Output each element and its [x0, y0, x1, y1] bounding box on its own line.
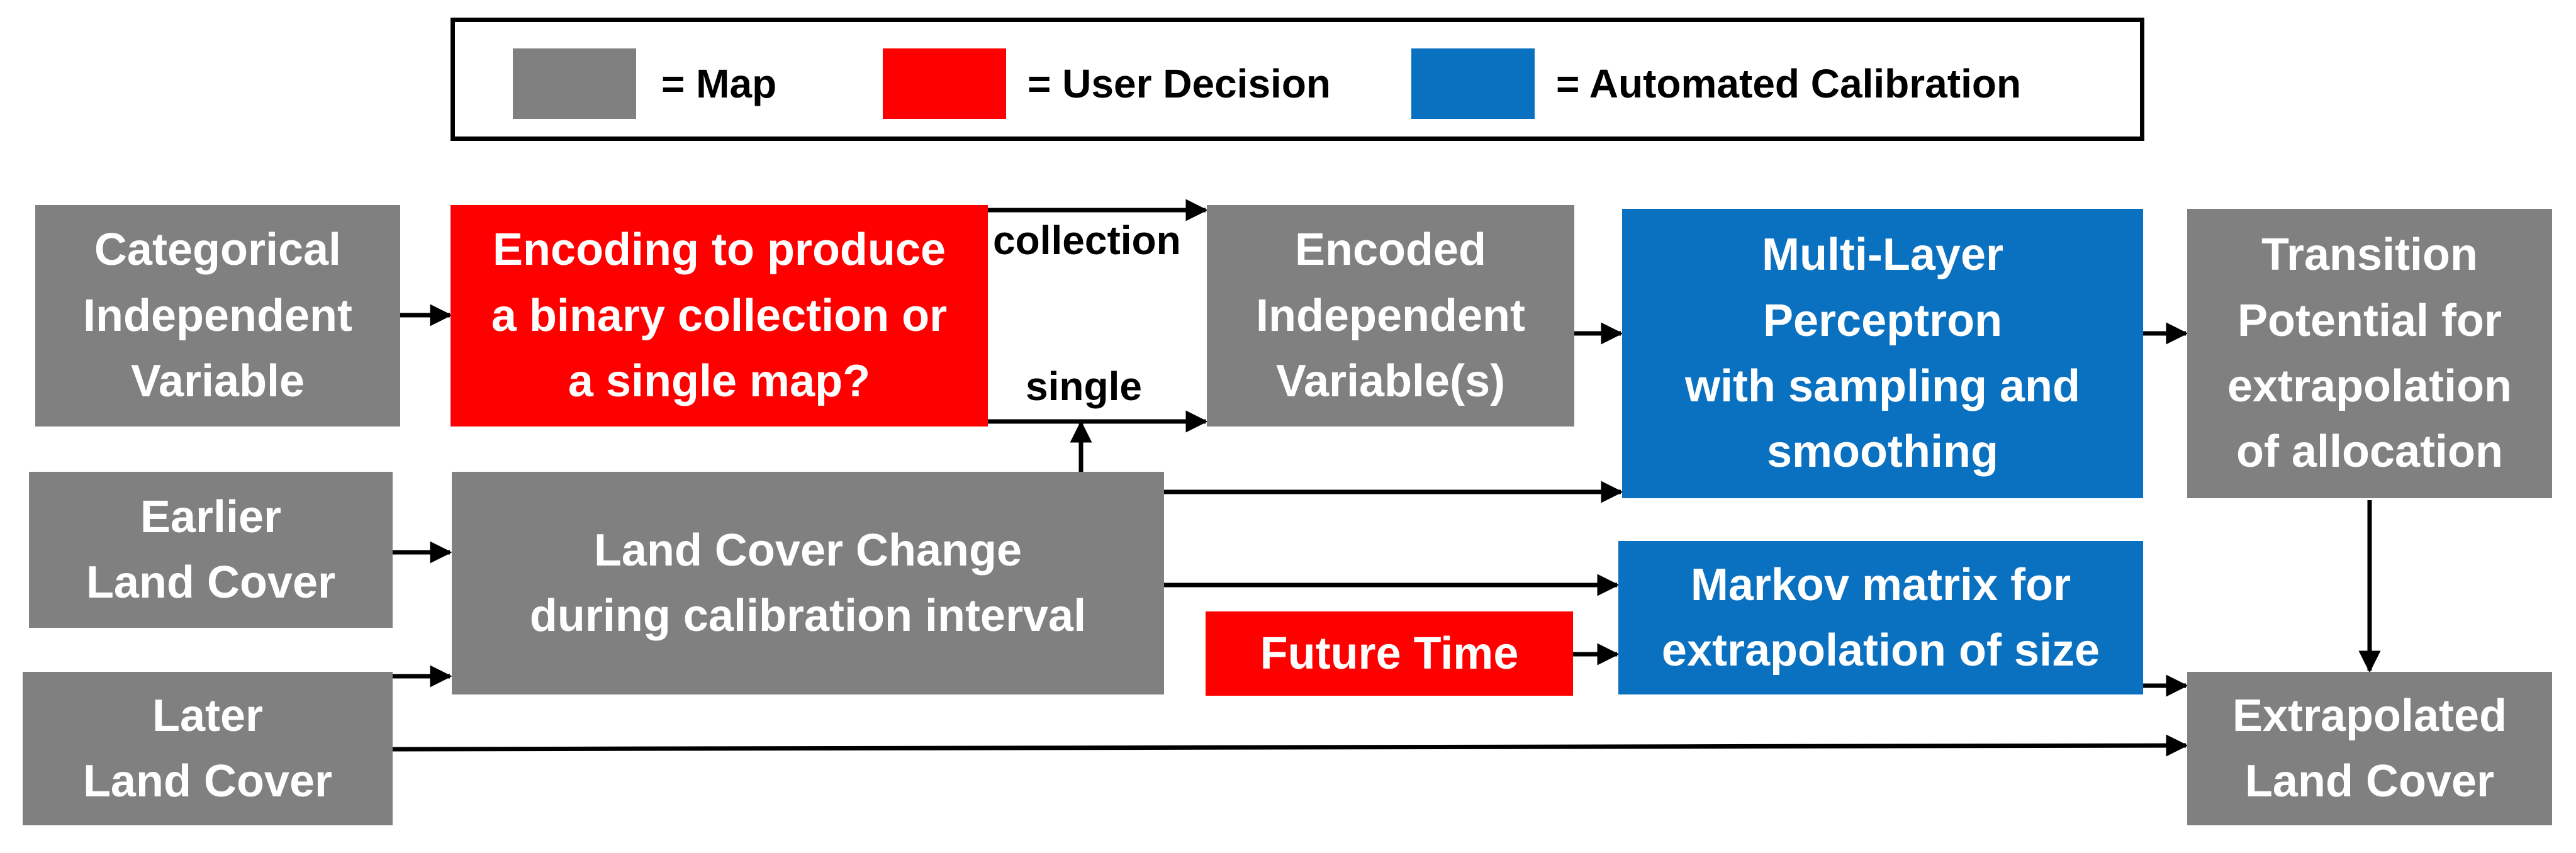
legend-automated-calibration-label: = Automated Calibration	[1556, 61, 2022, 106]
node-categorical-independent-variable: Categorical Independent Variable	[35, 205, 400, 426]
edge-label-single: single	[1026, 364, 1142, 409]
node-multi-layer-perceptron: Multi-Layer Perceptron with sampling and…	[1622, 209, 2143, 498]
node-encoded-independent-variables: Encoded Independent Variable(s)	[1207, 205, 1574, 426]
legend-map-label: = Map	[661, 61, 777, 106]
legend: = Map = User Decision = Automated Calibr…	[451, 18, 2144, 141]
legend-map-swatch	[513, 48, 636, 119]
node-extrapolated-land-cover: Extrapolated Land Cover	[2187, 672, 2552, 825]
node-earlier-land-cover: Earlier Land Cover	[29, 472, 393, 628]
legend-automated-calibration-swatch	[1411, 48, 1535, 119]
node-later-land-cover: Later Land Cover	[23, 672, 393, 825]
node-transition-potential: Transition Potential for extrapolation o…	[2187, 209, 2552, 498]
legend-user-decision-label: = User Decision	[1028, 61, 1331, 106]
legend-user-decision-swatch	[883, 48, 1006, 119]
node-land-cover-change: Land Cover Change during calibration int…	[452, 472, 1164, 694]
edge-label-collection: collection	[993, 218, 1181, 263]
node-markov-matrix: Markov matrix for extrapolation of size	[1618, 541, 2143, 694]
node-encoding-decision: Encoding to produce a binary collection …	[451, 205, 988, 426]
arrow-later-to-extrapolated	[392, 734, 2188, 757]
node-future-time: Future Time	[1206, 611, 1573, 696]
